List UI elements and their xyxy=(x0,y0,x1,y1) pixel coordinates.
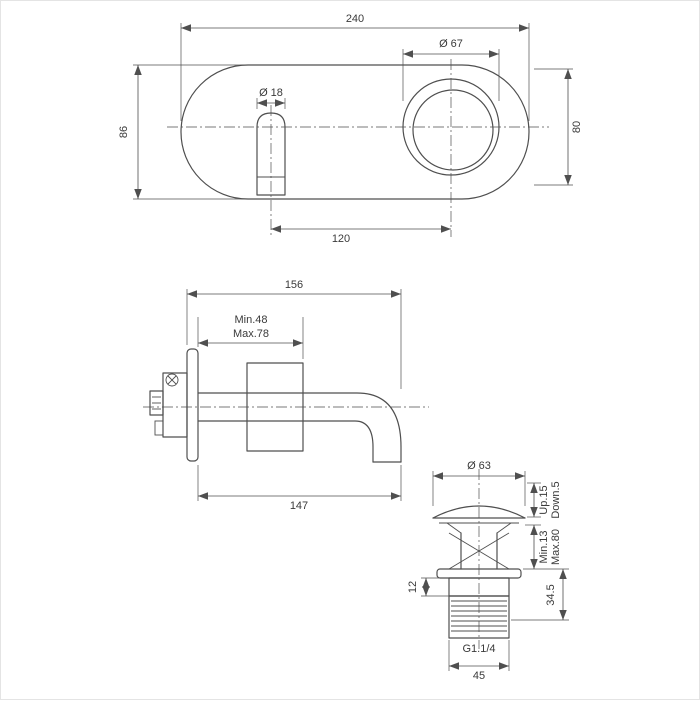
dim-label-collar-height: 12 xyxy=(407,581,419,593)
drain-cap-taper xyxy=(446,522,512,534)
front-centerlines xyxy=(167,59,549,237)
dim-label-spout-diameter: Ø 18 xyxy=(259,87,283,99)
handle-inner-circle xyxy=(412,89,494,171)
dim-label-clamp-min: Min.13 xyxy=(538,530,550,563)
dim-label-height-left: 86 xyxy=(118,126,130,138)
dim-label-spout-offset: 120 xyxy=(332,233,350,245)
dim-label-total-depth: 156 xyxy=(285,279,303,291)
concealed-housing xyxy=(246,362,304,452)
side-view: 156 Min.48 Max.78 147 xyxy=(143,279,429,512)
spout-side-outer xyxy=(197,392,402,463)
dim-label-body-height: 34.5 xyxy=(545,584,557,605)
dim-label-handle-diameter: Ø 67 xyxy=(439,38,463,50)
front-view: 240 86 80 Ø 67 Ø 18 120 xyxy=(118,13,583,245)
dim-label-wall-min: Min.48 xyxy=(234,314,267,326)
dim-label-spout-reach: 147 xyxy=(290,500,308,512)
dim-label-travel-up: Up.15 xyxy=(538,485,550,514)
front-extension-lines xyxy=(133,23,573,200)
dim-label-wall-max: Max.78 xyxy=(233,328,269,340)
drain-dimension-lines xyxy=(422,472,567,670)
cartridge-knurl-lines xyxy=(152,396,161,410)
drain-cross-wings xyxy=(448,532,510,570)
side-extension-lines xyxy=(186,289,402,501)
wall-plate-outline xyxy=(180,64,530,200)
drain-view: Ø 63 Up.15 Down.5 Min.13 Max.80 34.5 12 … xyxy=(407,460,569,682)
mounting-screw-icon xyxy=(165,373,179,387)
drain-cap-dome xyxy=(432,505,526,519)
wall-plate-side xyxy=(186,348,199,462)
front-dimension-lines xyxy=(134,24,572,233)
inlet-stub xyxy=(154,420,164,436)
thread-size-label: G1.1/4 xyxy=(462,643,495,655)
dim-label-clamp-max: Max.80 xyxy=(550,529,562,565)
drain-stem xyxy=(460,532,498,570)
spout-side-inner xyxy=(197,420,374,463)
dim-label-thread-width: 45 xyxy=(473,670,485,682)
dim-label-travel-down: Down.5 xyxy=(550,481,562,518)
drain-threaded-tail xyxy=(448,595,510,639)
side-dimension-lines xyxy=(187,290,401,500)
dim-label-cap-diameter: Ø 63 xyxy=(467,460,491,472)
thread-lines xyxy=(451,600,507,632)
cartridge-stub xyxy=(149,390,164,416)
dim-label-height-right: 80 xyxy=(571,121,583,133)
dim-label-plate-width: 240 xyxy=(346,13,364,25)
